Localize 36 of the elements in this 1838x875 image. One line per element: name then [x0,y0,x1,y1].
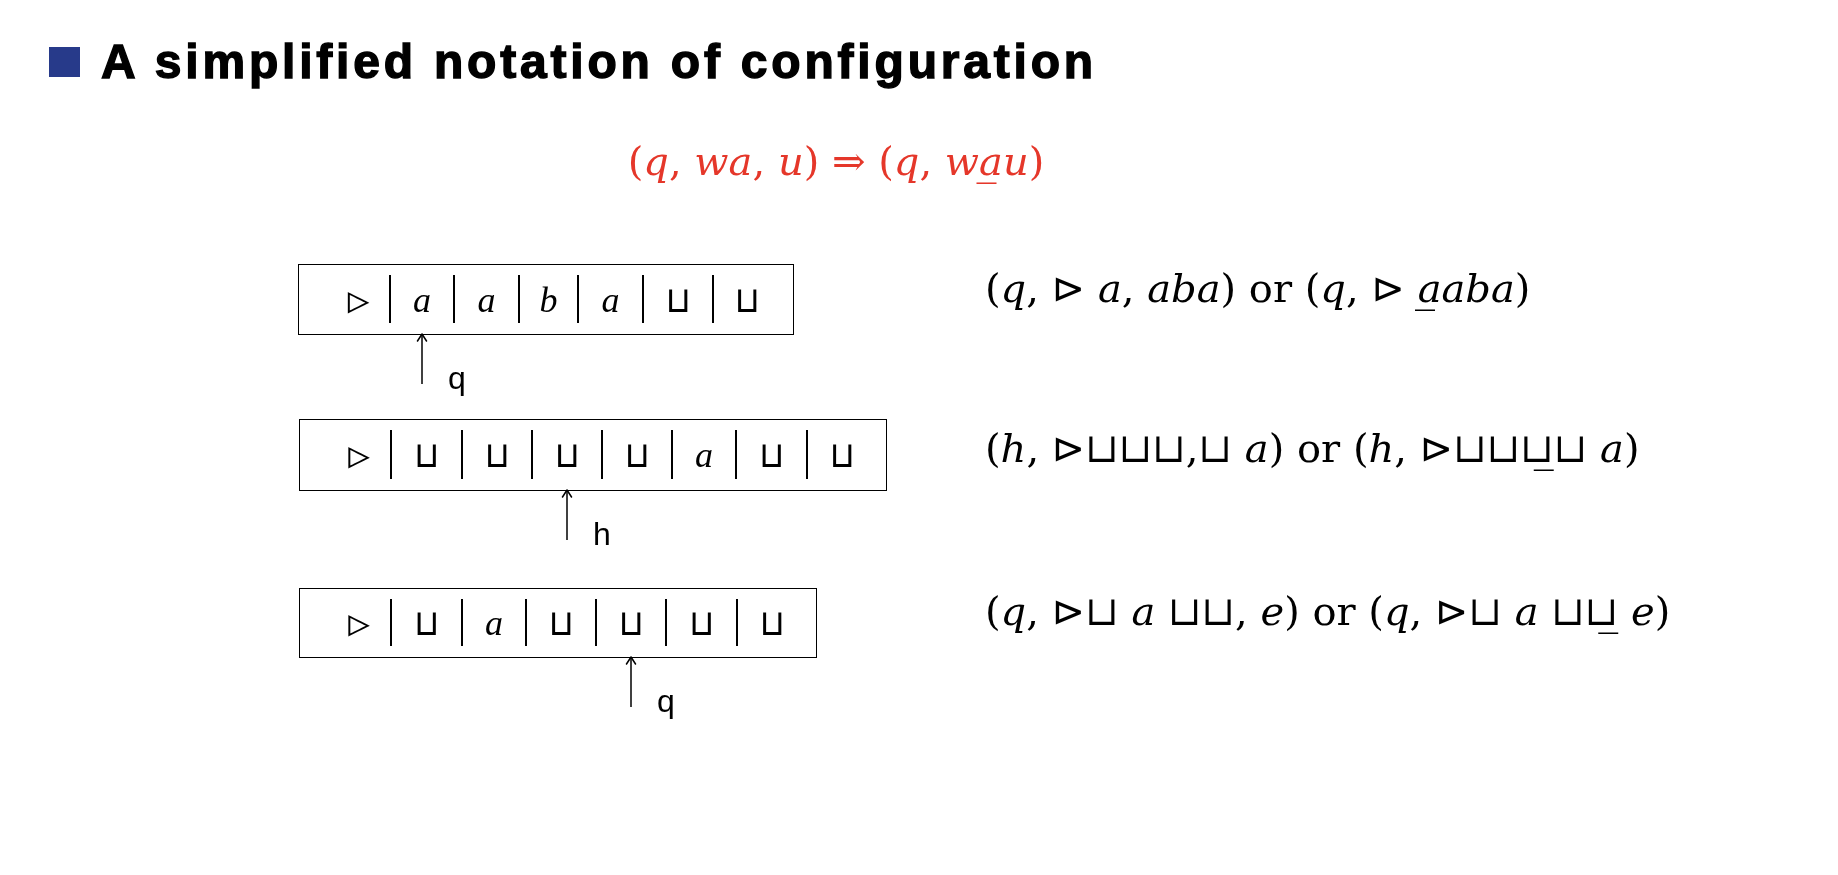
formula: (q, wa, u) ⇒ (q, wa̲u) [627,137,1045,186]
tape-symbol: b [539,281,558,318]
tape-symbol: ⊔ [690,605,713,641]
tape-symbol: ⊔ [761,605,783,641]
tape-symbol: ⊔ [486,437,508,473]
tape-symbol: ⊔ [667,281,689,318]
pointer-arrow [416,333,428,385]
tape-symbol: ▷ [348,605,370,641]
pointer-arrow [625,656,637,708]
tape-symbol: ▷ [348,437,370,473]
tape-symbol: ⊔ [736,281,758,318]
tape [299,588,817,658]
state-label: q [448,362,466,394]
formula: (q, ⊳ a, aba) or (q, ⊳ a̲aba) [985,264,1531,313]
state-label: q [657,685,675,717]
pointer-arrow [561,489,573,541]
tape-symbol: ⊔ [556,437,578,473]
tape-symbol: ▷ [347,281,370,318]
tape-symbol: a [695,437,713,473]
tape-symbol: a [485,605,503,641]
tape-symbol: a [601,281,620,318]
tape-symbol: a [477,281,496,318]
formula: (h, ⊳⊔⊔⊔,⊔ a) or (h, ⊳⊔⊔⊔̲⊔ a) [985,424,1640,473]
state-label: h [593,518,611,550]
tape-symbol: ⊔ [831,437,853,473]
tape-symbol: ⊔ [760,437,783,473]
tape-symbol: ⊔ [620,605,642,641]
tape-symbol: ⊔ [415,605,438,641]
formula: (q, ⊳⊔ a ⊔⊔, e) or (q, ⊳⊔ a ⊔⊔̲ e) [985,587,1671,636]
tape-symbol: ⊔ [626,437,648,473]
tape-symbol: a [413,281,431,318]
tape-symbol: ⊔ [415,437,438,473]
tape [298,264,794,335]
tape [299,419,887,491]
tape-symbol: ⊔ [550,605,572,641]
title: A simplified notation of configuration [101,34,1097,90]
